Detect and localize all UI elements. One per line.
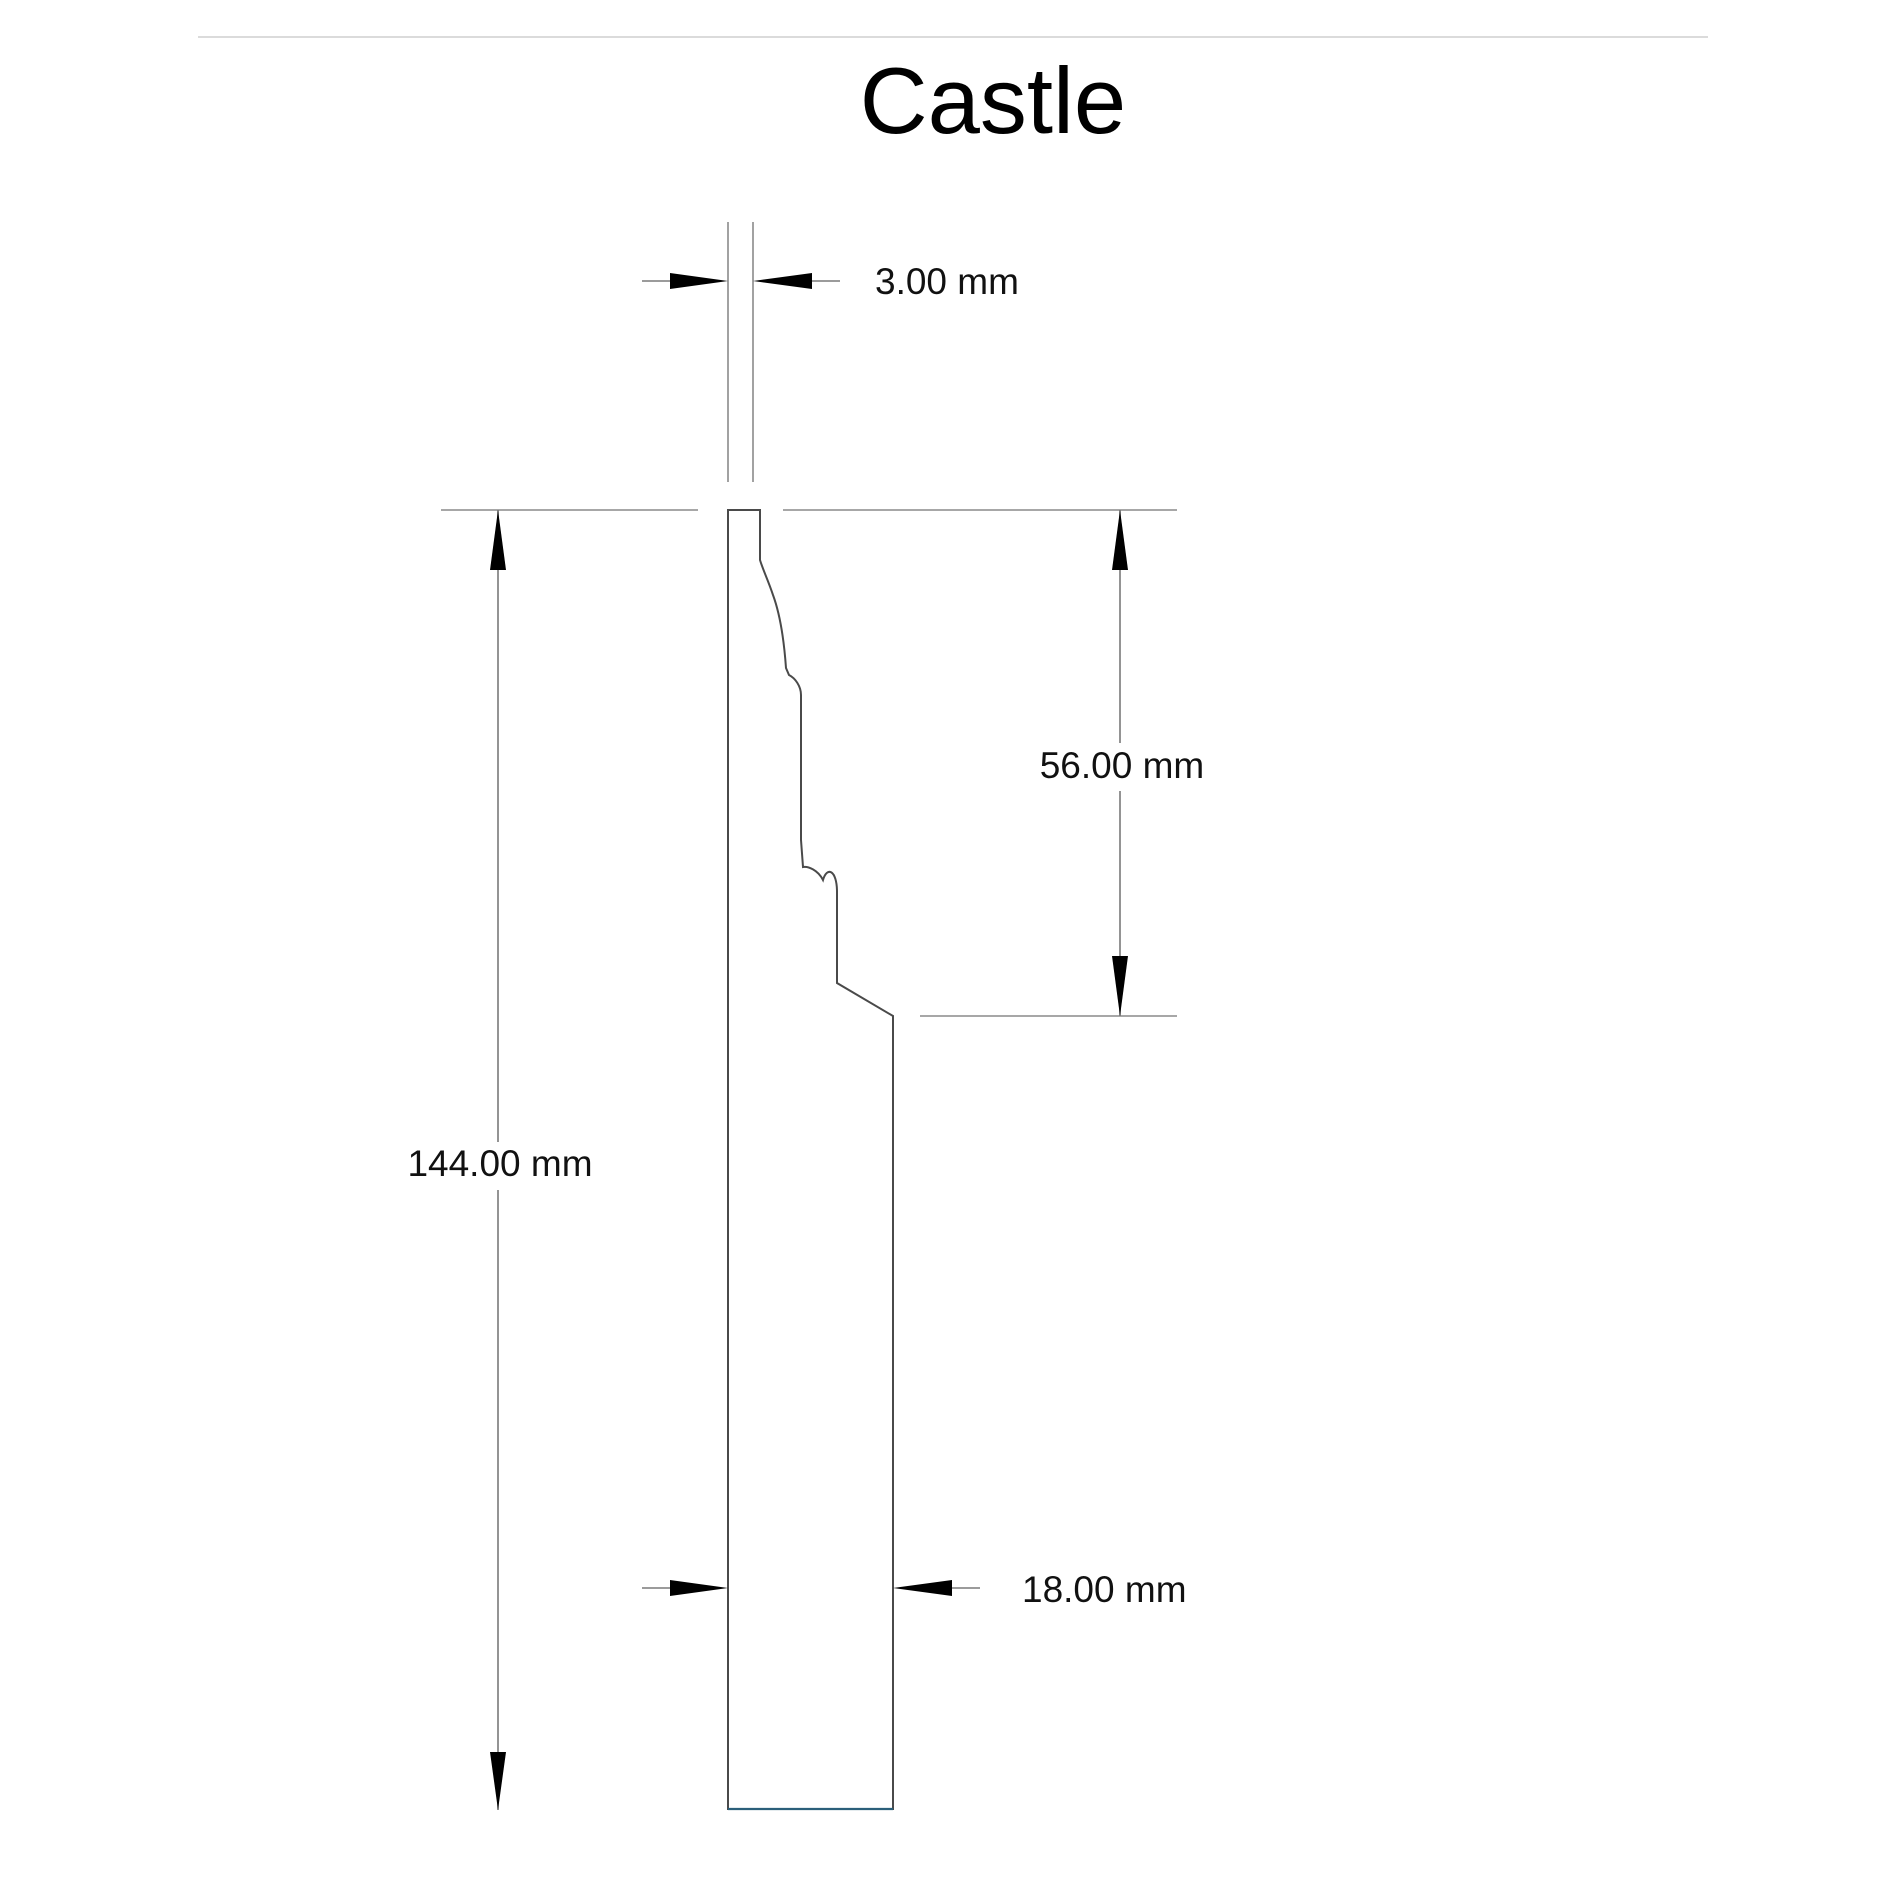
dimension-top-gap: 3.00 mm <box>642 222 1019 482</box>
dimension-shaped-height: 56.00 mm <box>920 510 1208 1017</box>
arrow-down-icon <box>1112 956 1128 1016</box>
label-background <box>408 1142 588 1190</box>
dimension-total-height: 144.00 mm <box>407 510 593 1810</box>
arrow-left-icon <box>753 273 812 289</box>
arrow-left-icon <box>893 1580 952 1596</box>
moulding-profile <box>727 509 894 1810</box>
arrow-up-icon <box>1112 510 1128 570</box>
arrow-right-icon <box>670 273 728 289</box>
dimension-thickness: 18.00 mm <box>642 1569 1187 1610</box>
dimension-label-top-gap: 3.00 mm <box>875 261 1019 302</box>
arrow-up-icon <box>490 510 506 570</box>
dimension-label-total-height: 144.00 mm <box>407 1143 592 1184</box>
dimension-label-thickness: 18.00 mm <box>1022 1569 1187 1610</box>
arrow-down-icon <box>490 1752 506 1810</box>
label-background <box>1036 743 1208 791</box>
arrow-right-icon <box>670 1580 728 1596</box>
dimension-label-shaped-height: 56.00 mm <box>1040 745 1205 786</box>
drawing-title: Castle <box>860 48 1126 153</box>
